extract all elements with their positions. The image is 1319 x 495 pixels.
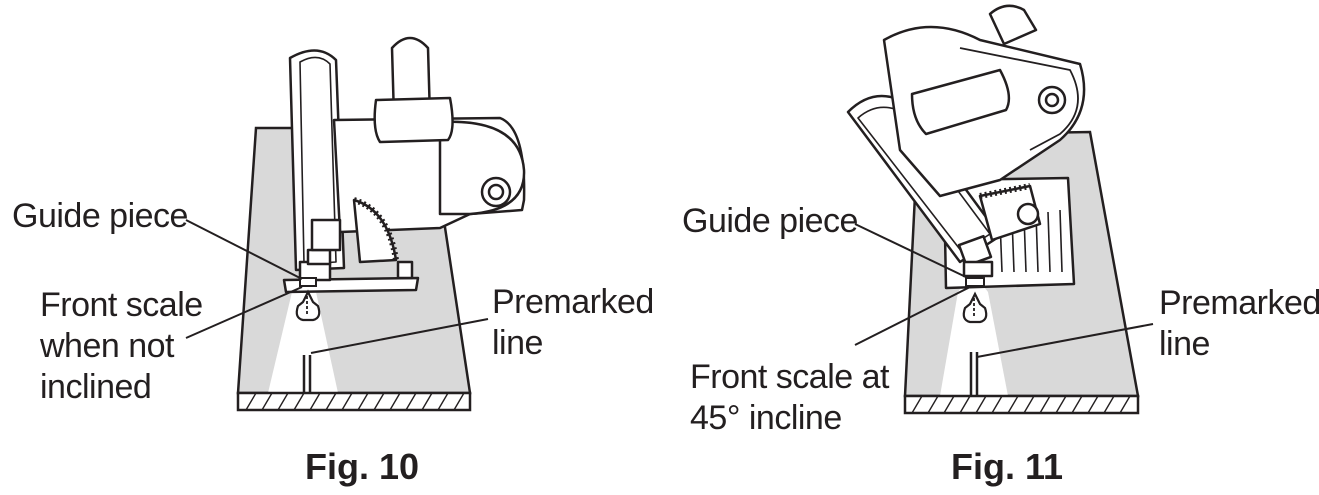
fig11-premarked-line-1: Premarked bbox=[1159, 284, 1319, 322]
fig10-premarked-line-label: Premarked line bbox=[492, 282, 654, 364]
fig10-caption: Fig. 10 bbox=[305, 446, 420, 487]
fig11-front-scale-label: Front scale at 45° incline bbox=[690, 357, 889, 439]
fig10-leaders bbox=[185, 219, 489, 354]
fig11-guide-piece bbox=[965, 277, 985, 287]
fig10-sight-arrow bbox=[295, 289, 321, 322]
fig11-leaders bbox=[854, 223, 1154, 358]
fig10-guide-piece bbox=[299, 277, 317, 287]
fig10-front-scale-line-2: when not bbox=[40, 327, 174, 365]
fig10-front-scale-line-3: inclined bbox=[40, 368, 152, 406]
fig11-caption: Fig. 11 bbox=[951, 446, 1064, 487]
fig10-guide-piece-label: Guide piece bbox=[12, 197, 188, 235]
fig11-premarked-line-label: Premarked line bbox=[1159, 283, 1319, 365]
fig11-front-scale-line-1: Front scale at bbox=[690, 358, 889, 396]
fig10-front-scale-line-1: Front scale bbox=[40, 286, 203, 324]
fig11-premarked-line-2: line bbox=[1159, 325, 1210, 363]
fig10-premarked-line-1: Premarked bbox=[492, 283, 654, 321]
fig11-sight-arrow bbox=[962, 291, 988, 324]
fig11-front-scale-line-2: 45° incline bbox=[690, 399, 842, 437]
fig10-front-scale-label: Front scale when not inclined bbox=[40, 285, 203, 408]
fig10-saw bbox=[282, 36, 526, 294]
fig10-premarked-line-2: line bbox=[492, 324, 543, 362]
fig11-saw bbox=[846, 4, 1086, 290]
fig11-guide-piece-label: Guide piece bbox=[682, 202, 858, 240]
